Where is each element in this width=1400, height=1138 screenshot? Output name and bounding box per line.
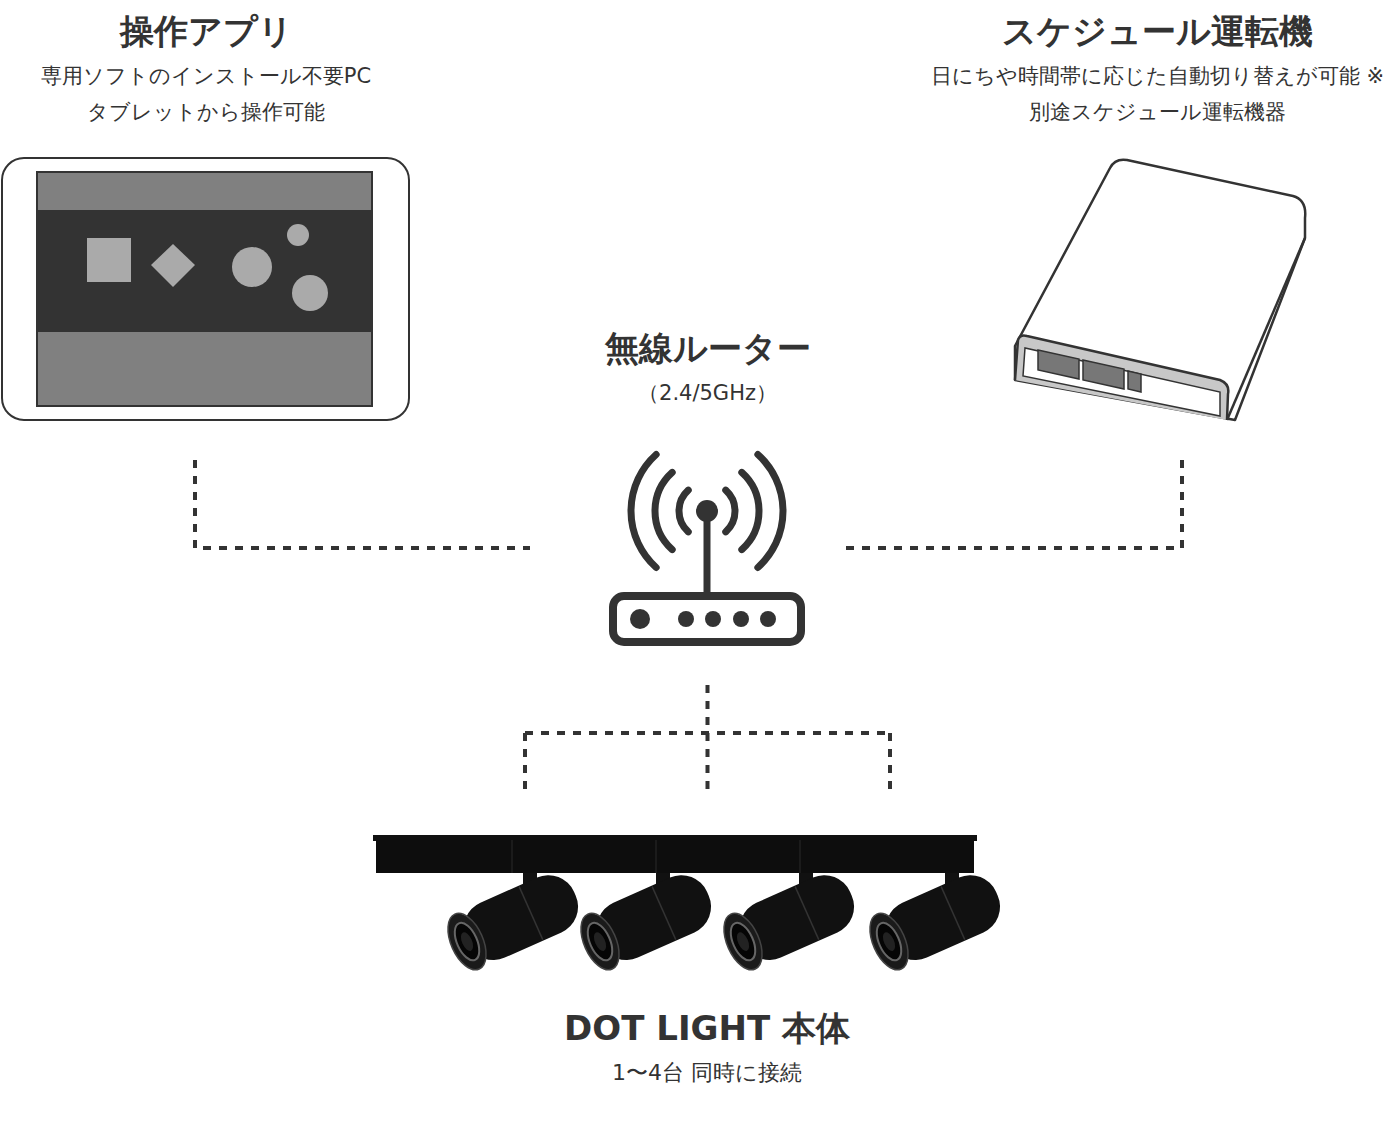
branch-line bbox=[525, 731, 890, 735]
node-description: （2.4/5GHz） bbox=[585, 375, 830, 411]
wireless-router-figure bbox=[585, 325, 830, 650]
node-description: 専用ソフトのインストール不要PC タブレットから操作可能 bbox=[16, 58, 396, 130]
branch-line bbox=[523, 733, 527, 793]
wireless-router: 無線ルーター （2.4/5GHz） bbox=[585, 325, 830, 650]
node-description: 日にちや時間帯に応じた自動切り替えが可能 ※別途スケジュール運転機器 bbox=[918, 58, 1398, 130]
node-heading: DOT LIGHT 本体 bbox=[370, 1005, 1044, 1051]
app-tablet: 操作アプリ専用ソフトのインストール不要PC タブレットから操作可能 bbox=[0, 0, 412, 425]
node-description: 1〜4台 同時に接続 bbox=[457, 1055, 957, 1091]
branch-line bbox=[888, 733, 892, 793]
dotted-connector bbox=[195, 460, 530, 548]
app-tablet-figure bbox=[0, 0, 412, 425]
schedule-controller: スケジュール運転機日にちや時間帯に応じた自動切り替えが可能 ※別途スケジュール運… bbox=[915, 0, 1400, 430]
node-heading: 無線ルーター bbox=[585, 325, 830, 371]
dotted-connector bbox=[706, 685, 710, 793]
dotted-connector bbox=[845, 460, 1182, 548]
node-heading: スケジュール運転機 bbox=[915, 8, 1400, 54]
node-heading: 操作アプリ bbox=[0, 8, 412, 54]
dot-light-unit: DOT LIGHT 本体 1〜4台 同時に接続 bbox=[370, 828, 1044, 1103]
